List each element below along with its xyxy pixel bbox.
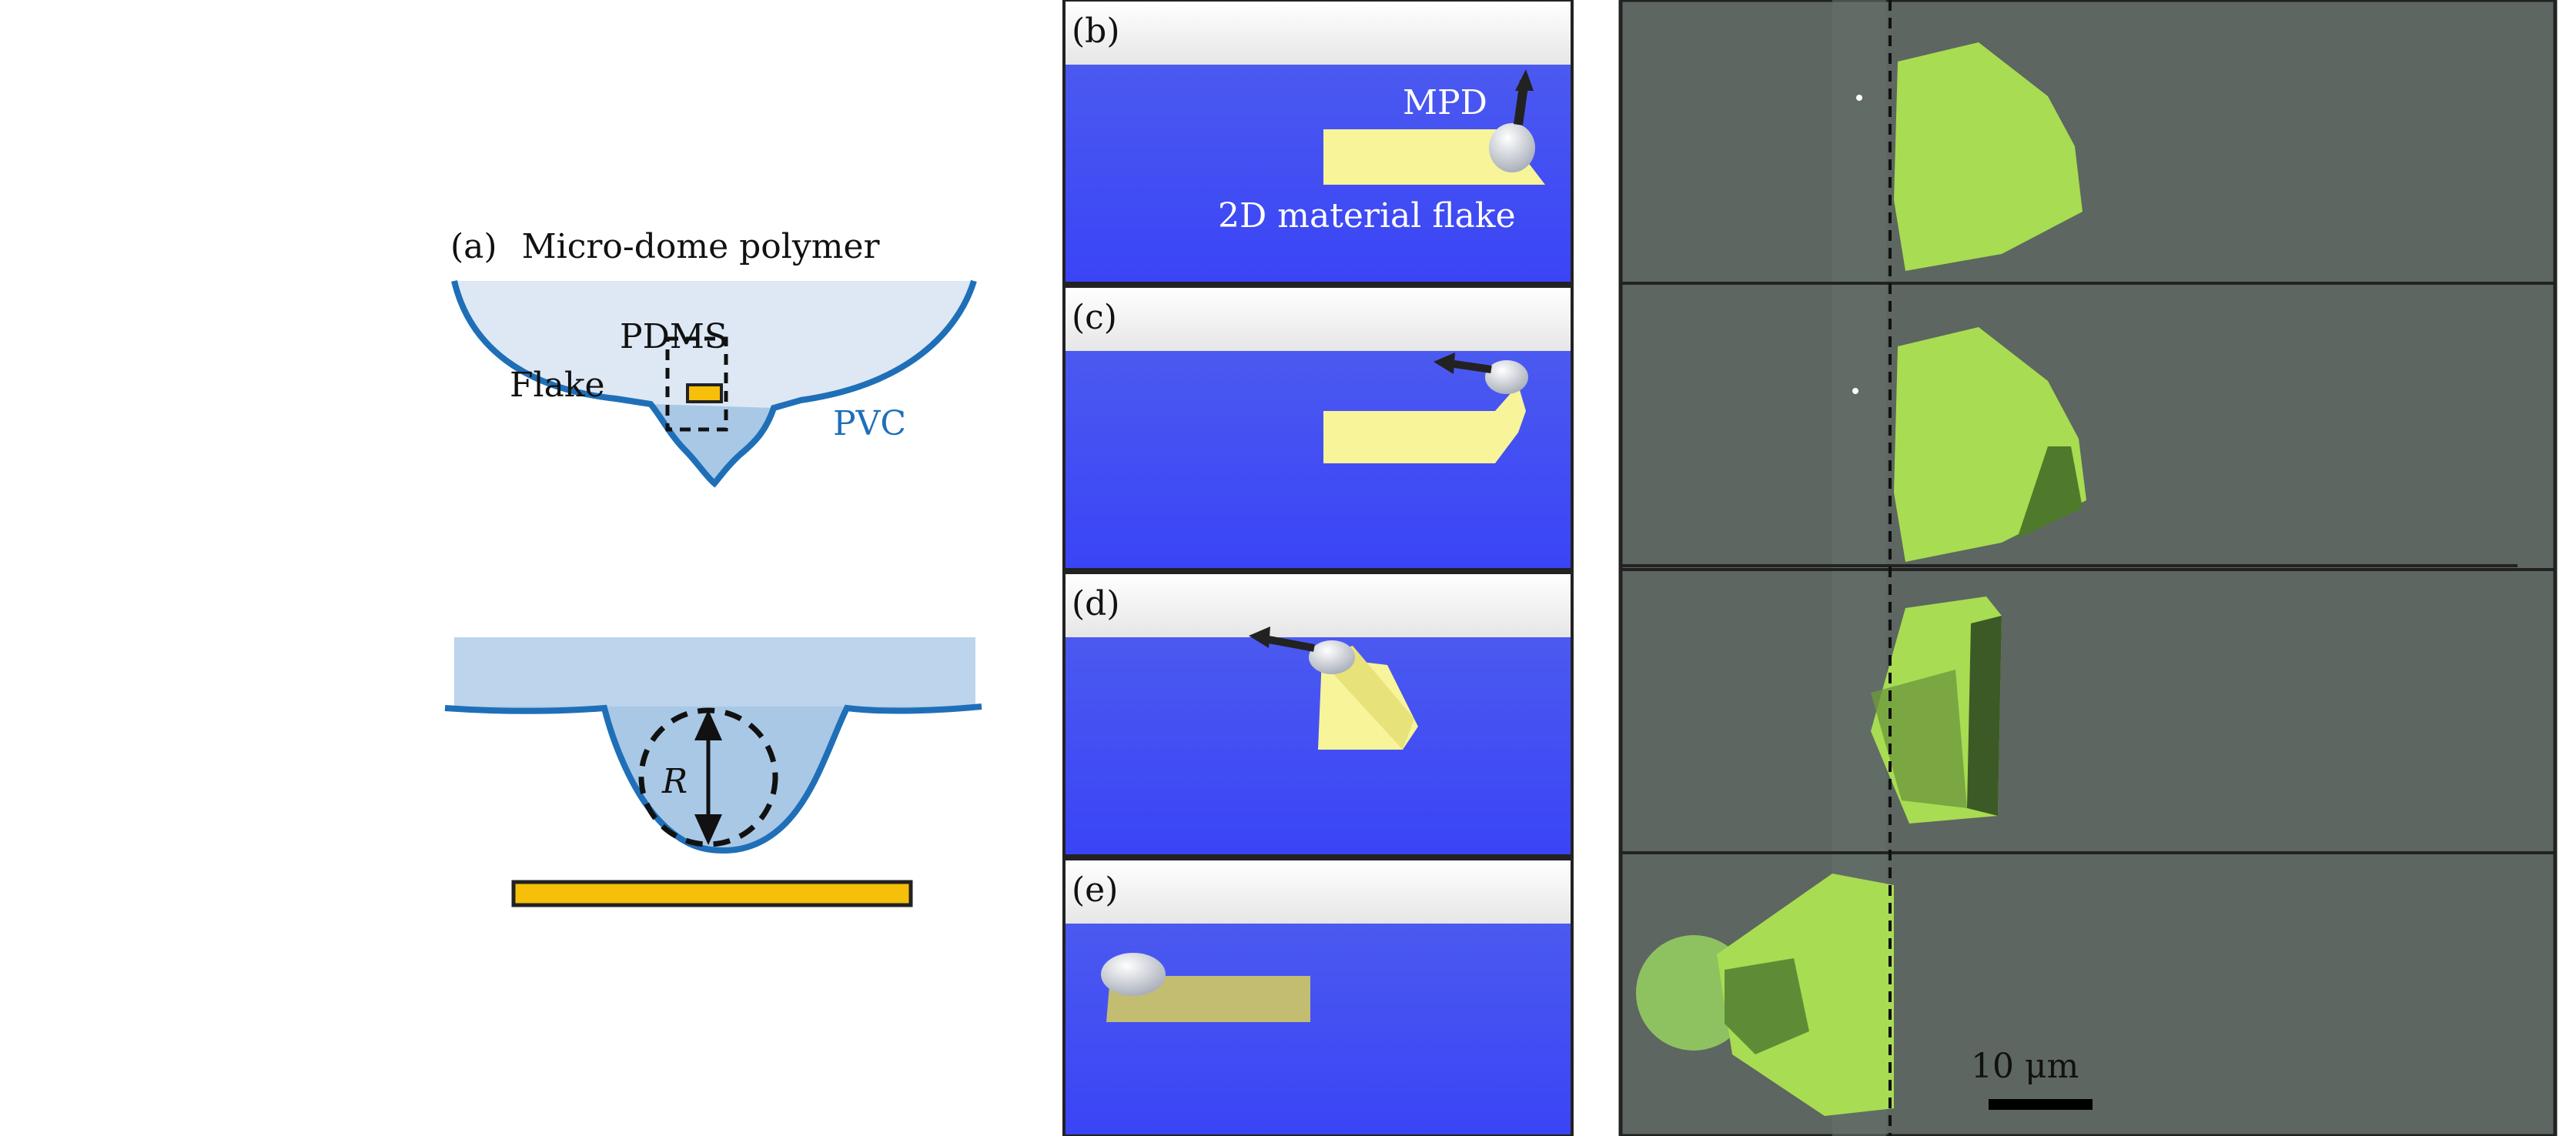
panel-e-label: (e): [1072, 870, 1118, 910]
micro-dome: [454, 707, 975, 850]
svg-text:(a) Micro-dome polymer: (a) Micro-dome polymer: [450, 227, 880, 266]
scale-bar: [1989, 1099, 2093, 1110]
flake-small: [686, 383, 723, 403]
micrographs: 10 μm: [1618, 0, 2558, 1136]
pvc-outline: [451, 279, 977, 488]
reference-dot: [1856, 95, 1862, 101]
pdms-dome: [454, 281, 974, 483]
reference-dot: [1852, 388, 1858, 394]
pdms-slab: [454, 637, 975, 707]
radius-label: R: [661, 762, 687, 801]
panel-e: (e): [1062, 857, 1574, 1136]
arrowhead-up: [694, 710, 722, 740]
lift-arrowhead: [1515, 69, 1534, 91]
flake-caption: 2D material flake: [1218, 196, 1516, 236]
folded-region-2: [2017, 446, 2083, 539]
panel-a-title: Micro-dome polymer: [522, 227, 881, 266]
panel-b: (b) MPD 2D material flake: [1062, 0, 1574, 285]
flake-large: [511, 880, 913, 907]
flake-frame-1: [1894, 42, 2083, 271]
panel-a-label: (a): [450, 227, 497, 266]
flake-label: Flake: [510, 366, 605, 405]
flake-frame-4: [1717, 874, 1894, 1116]
mpd-dome: [1309, 640, 1355, 674]
scale-bar-label: 10 μm: [1971, 1047, 2079, 1086]
overlap-region-3: [1871, 670, 1967, 808]
folded-region-4: [1725, 958, 1809, 1054]
mpd-dome: [1101, 953, 1166, 996]
flake-peeling: [1323, 385, 1526, 463]
zoom-region-box: [665, 336, 728, 432]
micro-dome-outline: [444, 703, 982, 854]
panel-a: (a) Micro-dome polymer PDMS PVC Flake R: [444, 227, 982, 907]
panel-c-label: (c): [1072, 298, 1117, 337]
move-arrow: [1448, 359, 1492, 373]
panel-d: (d): [1062, 571, 1574, 857]
mpd-label: MPD: [1403, 83, 1487, 122]
move-arrowhead: [1249, 626, 1270, 648]
mpd-dome: [1485, 360, 1528, 394]
pvc-tip: [651, 404, 774, 483]
arrowhead-down: [694, 814, 722, 845]
folded-region-3: [1967, 616, 2002, 816]
pvc-label: PVC: [833, 404, 906, 443]
panel-b-label: (b): [1072, 12, 1120, 51]
move-arrowhead: [1434, 352, 1455, 374]
panel-d-label: (d): [1072, 584, 1120, 623]
panel-c: (c): [1062, 285, 1574, 571]
mpd-dome: [1489, 123, 1535, 172]
